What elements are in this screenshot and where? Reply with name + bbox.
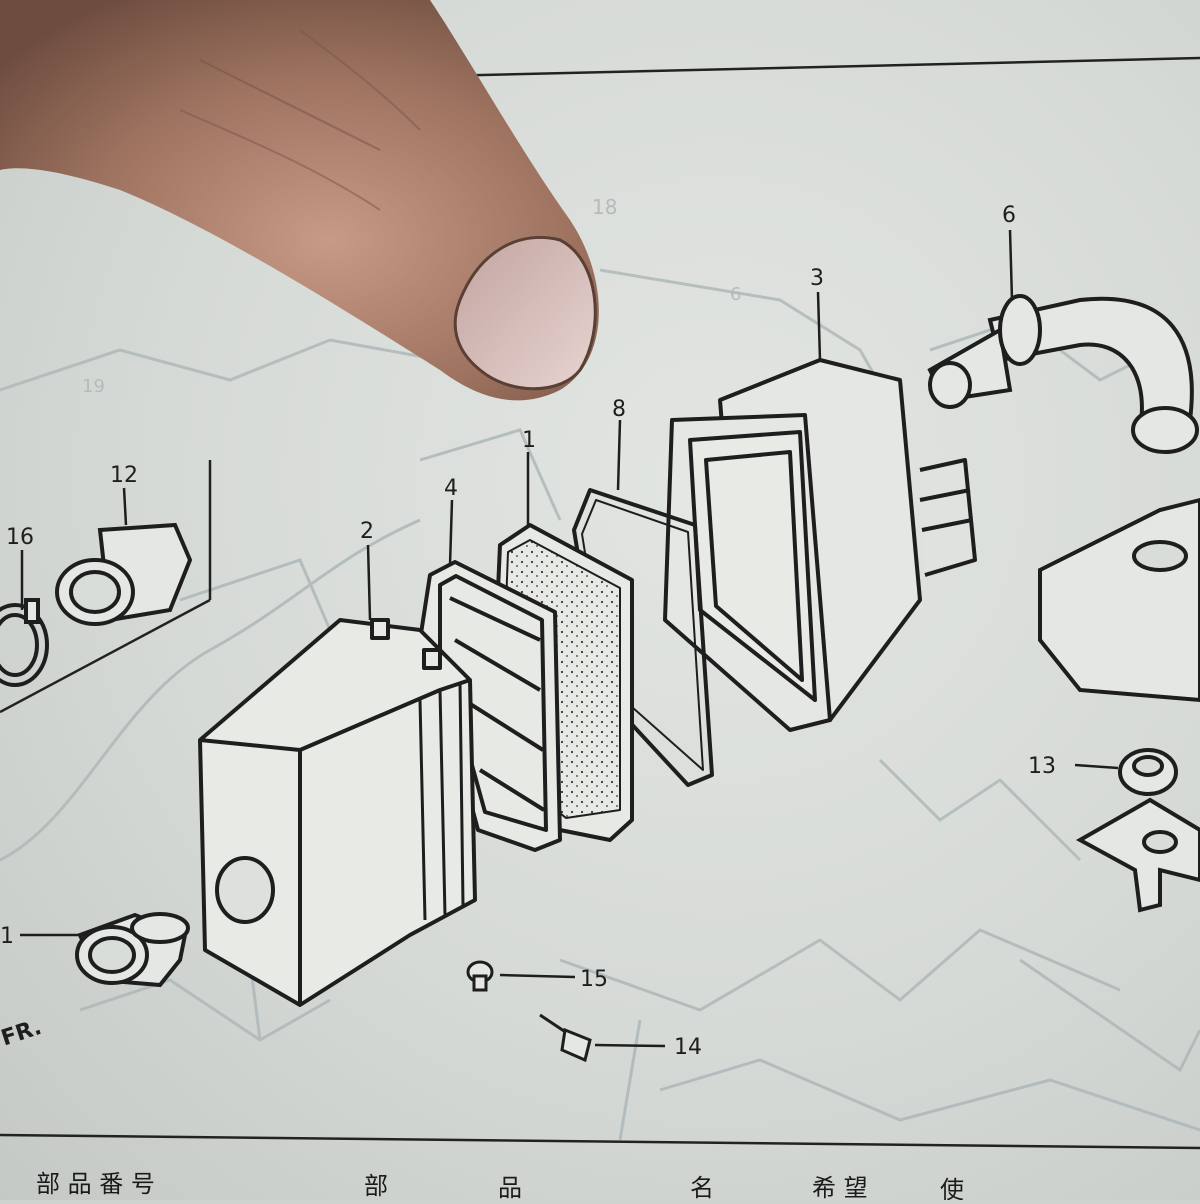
callout-2: 2	[360, 519, 374, 544]
header-part-name-2: 品	[498, 1174, 522, 1200]
callout-6: 6	[1002, 203, 1016, 228]
connector-tube	[55, 522, 193, 626]
thumbnail	[453, 236, 597, 391]
direction-mark: FR.	[0, 1015, 45, 1051]
callout-14: 14	[674, 1035, 702, 1060]
background-ref-19: 19	[82, 376, 105, 397]
air-cleaner-cover	[198, 618, 477, 1007]
callout-8: 8	[612, 397, 626, 422]
callout-13: 13	[1028, 754, 1056, 779]
section-divider	[0, 598, 211, 714]
background-ref-18: 18	[592, 195, 617, 219]
pointing-thumb	[0, 0, 599, 401]
air-cleaner-case	[663, 358, 977, 732]
grommet	[1118, 748, 1178, 796]
parts-table-header: 部 品 番 号 部 品 名 希 望 使	[36, 1170, 964, 1204]
bolt	[539, 1013, 592, 1063]
side-cover	[1038, 497, 1200, 703]
callout-16: 16	[6, 525, 34, 550]
callout-1-filter: 1	[522, 428, 536, 453]
intake-tube	[75, 912, 190, 988]
mounting-bracket	[1075, 797, 1200, 913]
leader-lines	[20, 229, 1119, 1048]
callout-4: 4	[444, 476, 458, 501]
thumb-skin	[0, 0, 599, 401]
header-use: 使	[940, 1176, 964, 1200]
background-ref-6: 6	[730, 284, 741, 305]
top-rule	[439, 56, 1200, 78]
hose-clamp	[0, 598, 49, 687]
gasket	[572, 488, 714, 787]
callout-3: 3	[810, 266, 824, 291]
callout-1-left: 1	[0, 924, 14, 949]
table-rule	[0, 1133, 1200, 1150]
elbow-hose	[927, 294, 1199, 454]
callout-15: 15	[580, 967, 608, 992]
header-part-number: 部 品 番 号	[36, 1170, 155, 1198]
header-part-name-1: 部	[364, 1172, 388, 1200]
header-desired: 希 望	[812, 1174, 868, 1200]
callout-12: 12	[110, 463, 138, 488]
collar	[466, 960, 494, 992]
header-part-name-3: 名	[690, 1174, 714, 1200]
